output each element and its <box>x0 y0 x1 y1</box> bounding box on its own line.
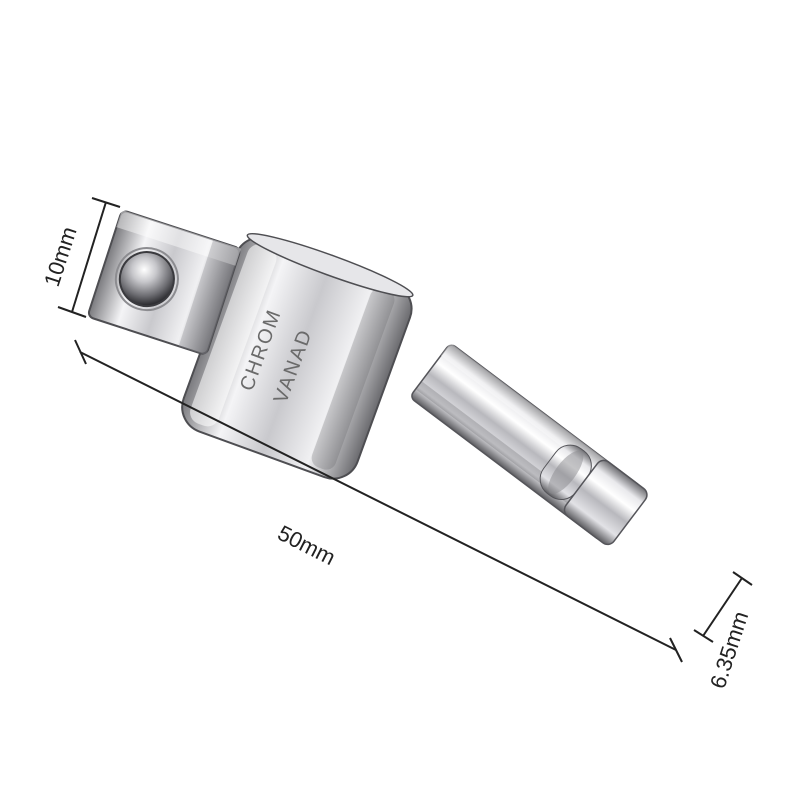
dimension-label-50mm: 50mm <box>274 520 340 570</box>
dimension-label-10mm: 10mm <box>39 224 82 290</box>
hex-shank <box>411 342 648 546</box>
adapter-collar: CHROM VANAD <box>181 232 414 480</box>
dimension-6-35mm: 6.35mm <box>693 571 753 692</box>
square-drive <box>87 210 241 356</box>
detent-ball-icon <box>118 251 175 308</box>
